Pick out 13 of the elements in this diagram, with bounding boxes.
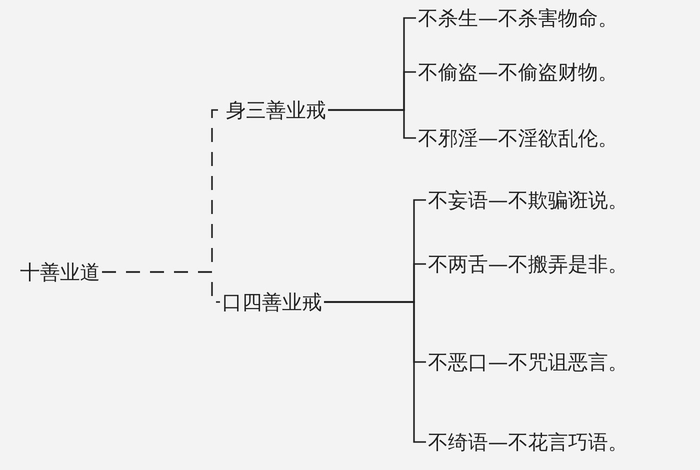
connector-line	[102, 271, 220, 303]
tree-label: 不恶口—不咒诅恶言。	[428, 350, 628, 374]
connector-line	[324, 301, 426, 443]
tree-label: 身三善业戒	[226, 98, 326, 122]
tree-label: 不偷盗—不偷盗财物。	[418, 60, 618, 84]
tree-label: 十善业道	[20, 260, 100, 284]
tree-label: 不妄语—不欺骗诳说。	[428, 188, 628, 212]
tree-label: 不杀生—不杀害物命。	[418, 6, 618, 30]
tree-label: 口四善业戒	[222, 290, 322, 314]
tree-label: 不绮语—不花言巧语。	[428, 430, 628, 454]
tree-label: 不邪淫—不淫欲乱伦。	[418, 126, 618, 150]
connector-line	[328, 109, 416, 139]
tree-label: 不两舌—不搬弄是非。	[428, 252, 628, 276]
